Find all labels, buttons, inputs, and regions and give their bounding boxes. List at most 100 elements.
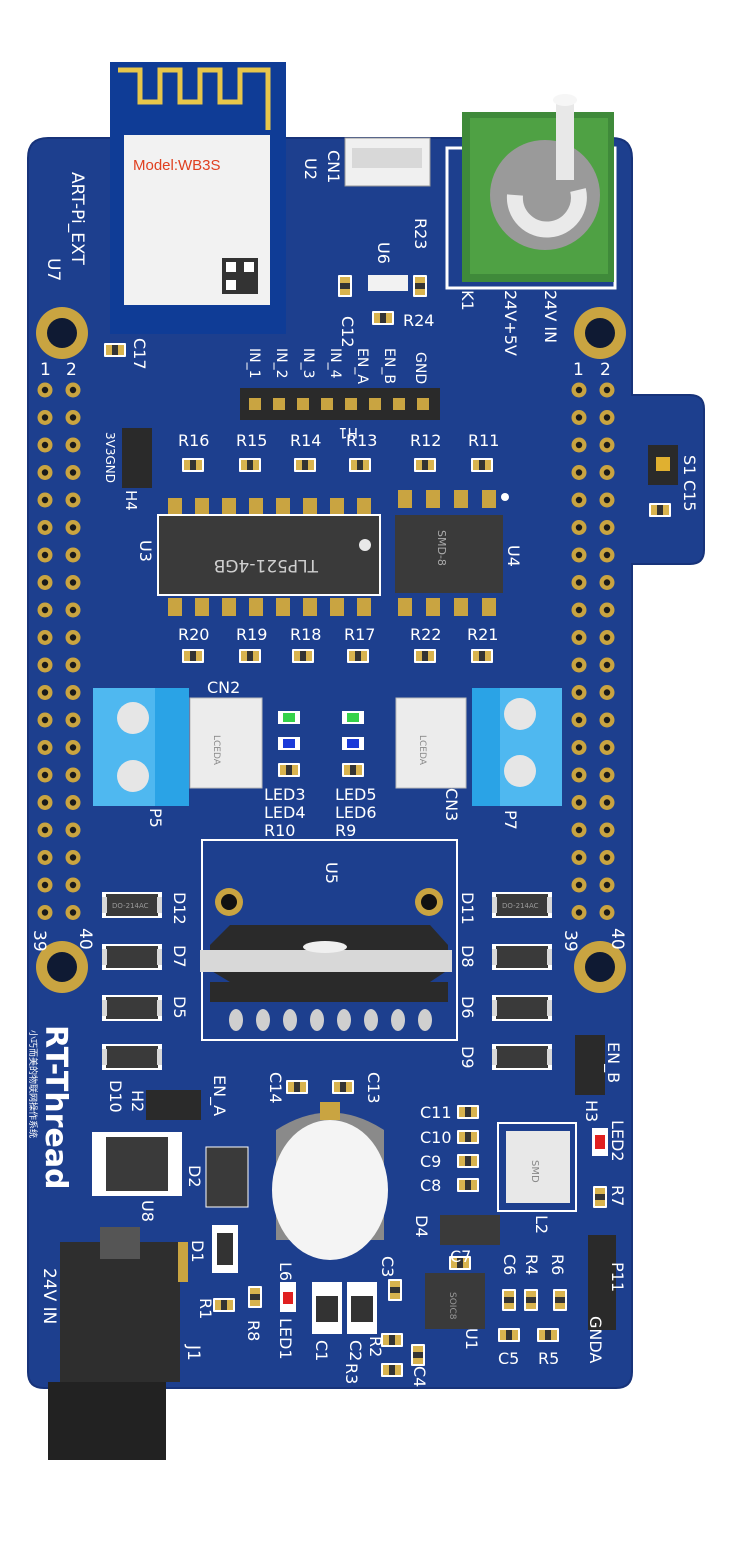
label-u5: U5 bbox=[322, 862, 341, 884]
header-pin bbox=[599, 410, 615, 425]
label-pin-40-left: 40 bbox=[75, 928, 95, 950]
header-pin bbox=[65, 905, 81, 920]
label-en-b: EN_B bbox=[381, 348, 397, 384]
smd-r18 bbox=[292, 649, 314, 663]
header-pin bbox=[571, 437, 587, 453]
header-pin bbox=[37, 437, 53, 453]
label-pin-1-right: 1 bbox=[573, 360, 584, 380]
chip-pin bbox=[195, 498, 209, 516]
smd-c17 bbox=[104, 343, 126, 357]
label-r4: R4 bbox=[522, 1254, 541, 1275]
label-led5: LED5 bbox=[335, 785, 377, 804]
chip-pin bbox=[482, 490, 496, 508]
label-k1: K1 bbox=[458, 290, 477, 311]
header-pin bbox=[571, 657, 587, 673]
header-pin bbox=[571, 465, 587, 480]
cn3-connector bbox=[395, 697, 467, 789]
h3-header bbox=[575, 1035, 605, 1095]
header-pin bbox=[599, 520, 615, 535]
header-pin bbox=[65, 685, 81, 700]
h2-header bbox=[146, 1090, 201, 1120]
diode-d4 bbox=[440, 1215, 500, 1245]
label-u4-part: SMD-8 bbox=[435, 530, 448, 566]
label-c1: C1 bbox=[312, 1340, 331, 1361]
header-pin bbox=[65, 657, 81, 673]
label-r18: R18 bbox=[290, 625, 321, 644]
u4-optocoupler bbox=[395, 493, 509, 593]
header-pin bbox=[599, 382, 615, 398]
smd-c13 bbox=[332, 1080, 354, 1094]
header-pin bbox=[571, 410, 587, 425]
label-r16: R16 bbox=[178, 431, 209, 450]
label-r3: R3 bbox=[342, 1363, 361, 1384]
chip-pin bbox=[398, 490, 412, 508]
header-pin bbox=[65, 795, 81, 810]
mounting-hole bbox=[36, 307, 88, 359]
smd-r6 bbox=[553, 1289, 567, 1311]
chip-pin bbox=[276, 598, 290, 616]
label-c6: C6 bbox=[500, 1254, 519, 1275]
inductor-l2 bbox=[497, 1122, 577, 1212]
smd-r20 bbox=[182, 649, 204, 663]
header-pin bbox=[599, 437, 615, 453]
smd-r15 bbox=[239, 458, 261, 472]
label-r19: R19 bbox=[236, 625, 267, 644]
smd-c14 bbox=[286, 1080, 308, 1094]
chip-pin bbox=[426, 598, 440, 616]
label-d11: D11 bbox=[458, 892, 477, 925]
chip-pin bbox=[256, 1009, 270, 1031]
label-in-3: IN_3 bbox=[300, 348, 316, 379]
led-group-right bbox=[342, 711, 364, 777]
label-u2: U2 bbox=[301, 158, 320, 180]
label-d12: D12 bbox=[170, 892, 189, 925]
chip-pin bbox=[482, 598, 496, 616]
header-pin bbox=[65, 740, 81, 755]
label-r14: R14 bbox=[290, 431, 321, 450]
smd-r23 bbox=[413, 275, 427, 297]
label-pin-39-left: 39 bbox=[29, 930, 49, 952]
label-s1: S1 bbox=[680, 455, 699, 475]
label-u7: U7 bbox=[43, 258, 63, 281]
diode-d5 bbox=[102, 995, 162, 1021]
label-cn2-tag: LCEDA bbox=[211, 735, 221, 766]
header-pin bbox=[37, 850, 53, 865]
label-in-4: IN_4 bbox=[327, 348, 343, 379]
header-pin bbox=[37, 822, 53, 838]
chip-pin bbox=[398, 598, 412, 616]
header-pin bbox=[599, 547, 615, 563]
smd-r19 bbox=[239, 649, 261, 663]
label-d9: D9 bbox=[458, 1046, 477, 1069]
u6-chip bbox=[368, 275, 408, 291]
label-ext-header: ART-Pi_EXT bbox=[67, 172, 87, 265]
chip-pin bbox=[303, 498, 317, 516]
label-u1-part: SOIC8 bbox=[447, 1292, 457, 1320]
header-pin bbox=[65, 492, 81, 508]
smd-r14 bbox=[294, 458, 316, 472]
label-diode-pkg-r: DO-214AC bbox=[502, 902, 539, 910]
label-d10: D10 bbox=[106, 1080, 125, 1113]
header-pin bbox=[571, 712, 587, 728]
label-j1: J1 bbox=[183, 1344, 203, 1361]
header-pin bbox=[65, 465, 81, 480]
header-pin bbox=[65, 877, 81, 893]
label-led6: LED6 bbox=[335, 803, 377, 822]
pcb-board bbox=[27, 137, 705, 1389]
label-c3: C3 bbox=[378, 1256, 397, 1277]
header-pin bbox=[599, 465, 615, 480]
label-led3: LED3 bbox=[264, 785, 306, 804]
label-r8: R8 bbox=[244, 1320, 263, 1341]
smd-r8 bbox=[248, 1286, 262, 1308]
chip-pin bbox=[426, 490, 440, 508]
u8-regulator bbox=[92, 1132, 182, 1196]
u3-optocoupler bbox=[157, 490, 496, 616]
label-d6: D6 bbox=[458, 996, 477, 1019]
smd-c12 bbox=[338, 275, 352, 297]
header-pin bbox=[571, 547, 587, 563]
label-u3-part: TLP521-4GB bbox=[214, 555, 319, 575]
label-h1: H1 bbox=[339, 424, 358, 440]
mounting-hole bbox=[574, 307, 626, 359]
label-d4: D4 bbox=[412, 1215, 431, 1238]
header-pin bbox=[37, 877, 53, 893]
label-u3: U3 bbox=[136, 540, 155, 562]
